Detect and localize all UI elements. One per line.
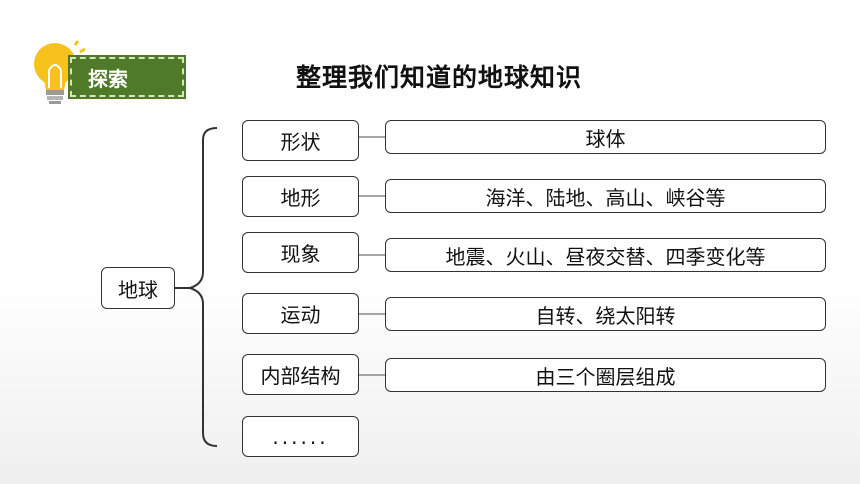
root-node-earth: 地球 xyxy=(101,267,175,309)
category-motion: 运动 xyxy=(242,293,359,334)
category-phenomena: 现象 xyxy=(242,232,359,273)
category-terrain: 地形 xyxy=(242,176,359,217)
explore-badge-label: 探索 xyxy=(88,66,128,91)
detail-terrain: 海洋、陆地、高山、峡谷等 xyxy=(385,179,826,213)
detail-phenomena: 地震、火山、昼夜交替、四季变化等 xyxy=(385,238,826,272)
page-title: 整理我们知道的地球知识 xyxy=(296,63,583,92)
category-more: ...... xyxy=(242,416,359,457)
detail-internal-structure: 由三个圈层组成 xyxy=(385,358,826,392)
category-internal-structure: 内部结构 xyxy=(242,354,359,395)
category-shape: 形状 xyxy=(242,120,359,161)
explore-badge: 探索 xyxy=(68,55,186,99)
lightbulb-icon xyxy=(34,40,86,104)
detail-shape: 球体 xyxy=(385,120,826,154)
detail-motion: 自转、绕太阳转 xyxy=(385,297,826,331)
